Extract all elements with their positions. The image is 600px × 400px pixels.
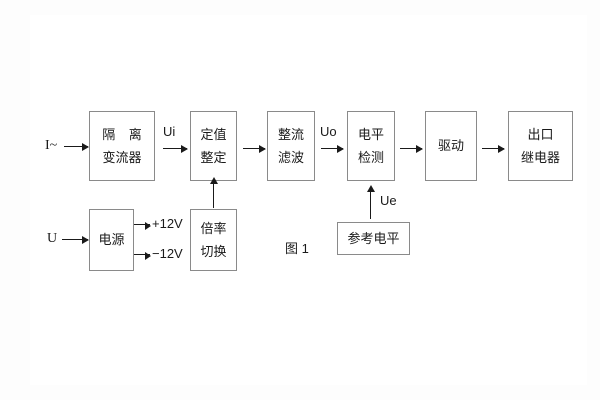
block-rectify-filter-line-2: 滤波 <box>277 149 304 165</box>
block-output-relay-line-1: 出口 <box>527 126 554 142</box>
block-isolation-ct-line-2: 变流器 <box>102 149 142 165</box>
reference-to-level-detect-arrow <box>366 185 375 219</box>
block-level-detect-line-1: 电平 <box>357 126 384 142</box>
voltage-input-arrow <box>62 236 89 244</box>
block-output-relay[interactable]: 出口 继电器 <box>508 111 573 181</box>
block-isolation-ct-line-1: 隔 离 <box>102 126 147 142</box>
block-multiplier-switch-line-2: 切换 <box>200 243 227 259</box>
ue-signal-label: Ue <box>380 193 397 208</box>
rail-positive-label: +12V <box>152 216 183 231</box>
block-isolation-ct[interactable]: 隔 离 变流器 <box>89 111 155 181</box>
block-multiplier-switch[interactable]: 倍率 切换 <box>190 209 237 271</box>
block-power-supply-line-1: 电源 <box>98 232 125 248</box>
block-level-detect[interactable]: 电平 检测 <box>347 111 395 181</box>
block-setting-line-2: 整定 <box>200 149 227 165</box>
uo-signal-label: Uo <box>320 124 337 139</box>
block-reference-level[interactable]: 参考电平 <box>337 222 410 255</box>
drive-to-output-relay-arrow <box>482 145 505 153</box>
block-output-relay-line-2: 继电器 <box>520 149 560 165</box>
block-power-supply[interactable]: 电源 <box>89 209 134 271</box>
block-multiplier-switch-line-1: 倍率 <box>200 220 227 236</box>
content-plate <box>30 15 587 385</box>
block-rectify-filter[interactable]: 整流 滤波 <box>267 111 315 181</box>
current-input-label: I~ <box>45 138 58 153</box>
block-setting-line-1: 定值 <box>200 126 227 142</box>
block-drive-line-1: 驱动 <box>437 138 464 154</box>
rail-positive-arrow <box>134 221 151 230</box>
multiplier-to-setting-arrow <box>209 177 218 208</box>
setting-to-rectify-arrow <box>243 145 266 153</box>
block-drive[interactable]: 驱动 <box>425 111 477 181</box>
level-detect-to-drive-arrow <box>400 145 423 153</box>
figure-caption: 图 1 <box>285 241 309 256</box>
rail-negative-label: −12V <box>152 246 183 261</box>
block-rectify-filter-line-1: 整流 <box>277 126 304 142</box>
uo-arrow <box>321 145 344 153</box>
ui-arrow <box>163 145 188 153</box>
ui-signal-label: Ui <box>163 124 176 139</box>
block-setting[interactable]: 定值 整定 <box>190 111 237 181</box>
block-level-detect-line-2: 检测 <box>357 149 384 165</box>
voltage-input-label: U <box>47 231 58 246</box>
rail-negative-arrow <box>134 251 151 260</box>
current-input-arrow <box>64 143 89 151</box>
block-reference-level-line-1: 参考电平 <box>347 230 400 246</box>
